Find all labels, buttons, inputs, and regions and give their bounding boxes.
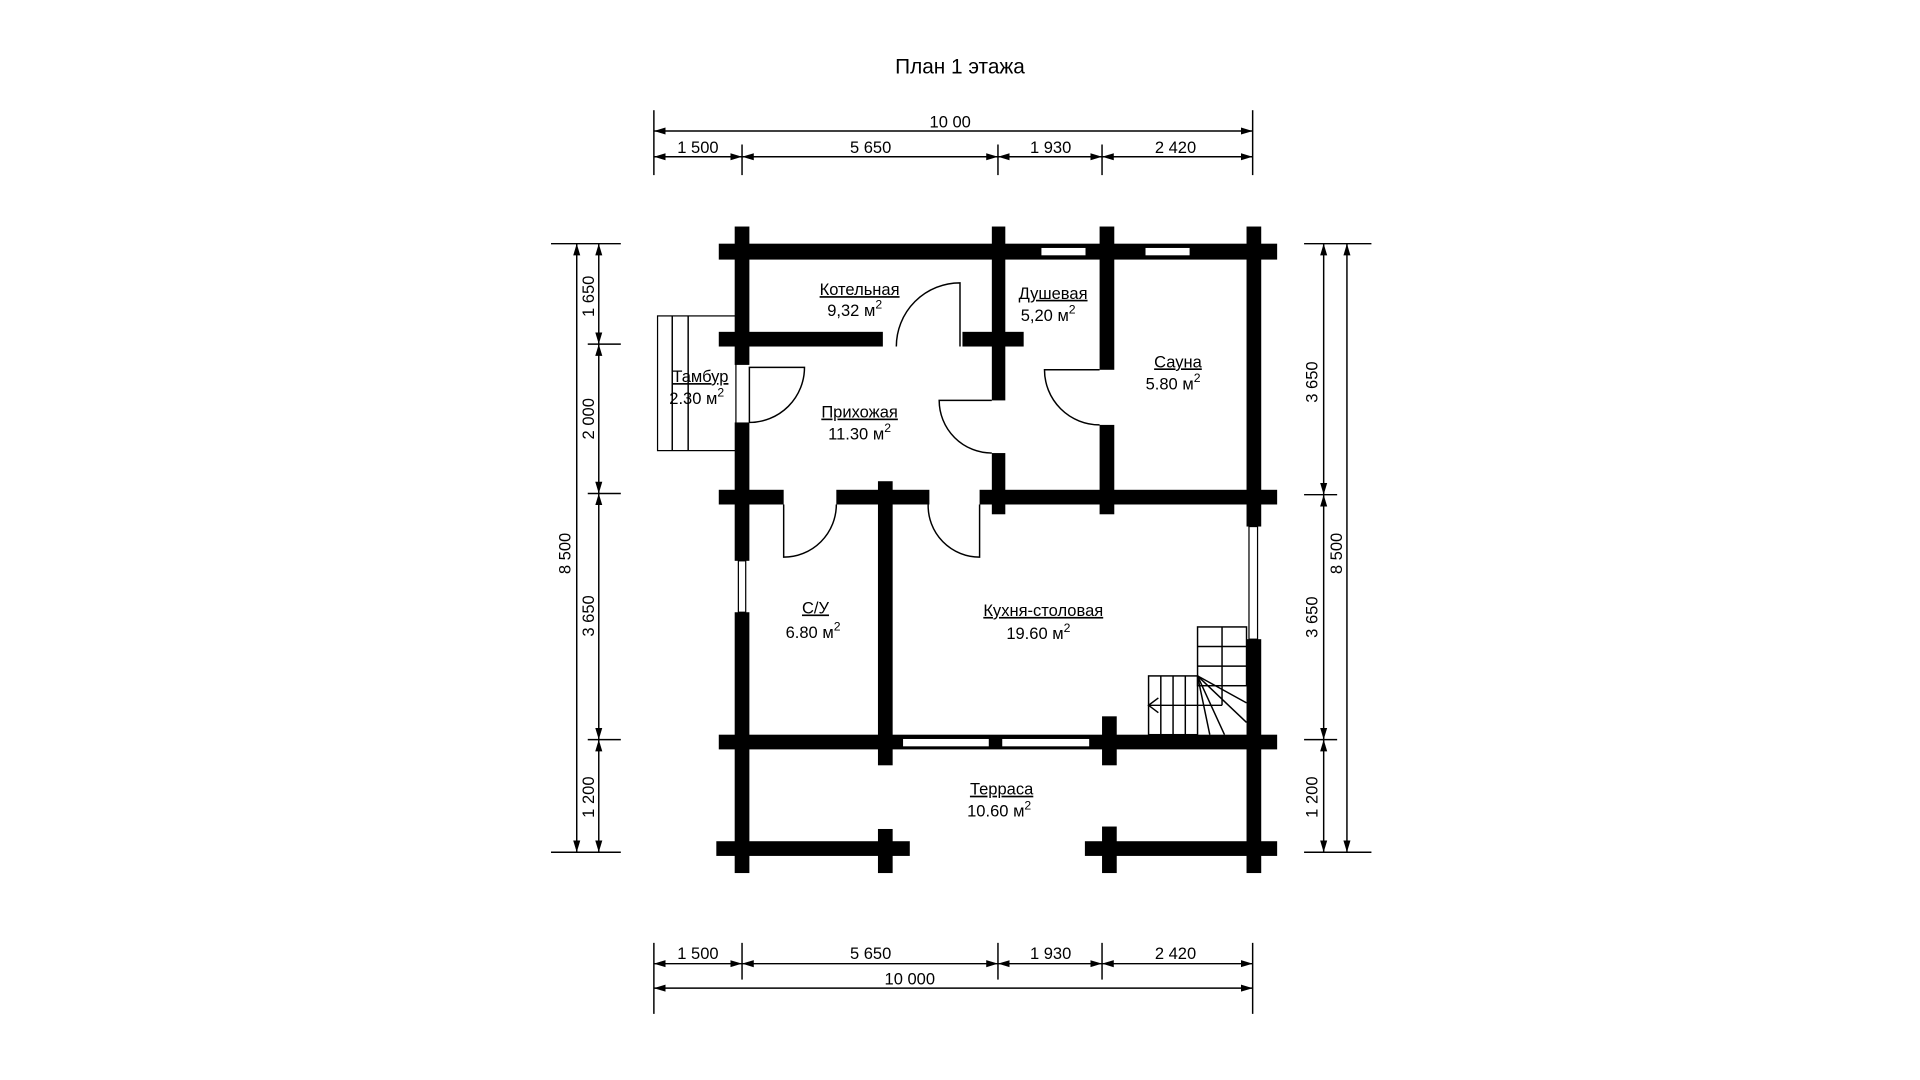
dim-top-1: 1 500 <box>677 138 718 157</box>
dim-bottom-3: 1 930 <box>1030 944 1071 963</box>
svg-text:2.30 м2: 2.30 м2 <box>669 386 724 408</box>
svg-text:19.60 м2: 19.60 м2 <box>1006 621 1070 643</box>
bottom-dimensions: 1 500 5 650 1 930 2 420 10 000 <box>653 942 1254 1014</box>
left-dimensions: 8 500 1 650 2 000 3 650 1 200 <box>551 242 621 853</box>
room-kuhnya-stolovaya: Кухня-столовая 19.60 м2 <box>983 601 1103 643</box>
dim-bottom-2: 5 650 <box>850 944 891 963</box>
room-su: С/У 6.80 м2 <box>786 598 841 641</box>
dim-left-4: 1 200 <box>579 776 598 817</box>
room-labels: Котельная 9,32 м2 Душевая 5,20 м2 Сауна … <box>669 280 1202 821</box>
dim-top-total: 10 00 <box>930 112 971 131</box>
dim-right-3: 1 200 <box>1303 776 1322 817</box>
svg-text:5,20 м2: 5,20 м2 <box>1021 302 1076 324</box>
staircase <box>1147 626 1248 736</box>
room-sauna: Сауна 5.80 м2 <box>1146 352 1203 393</box>
svg-text:10.60 м2: 10.60 м2 <box>967 798 1031 820</box>
room-tambur: Тамбур 2.30 м2 <box>669 367 728 408</box>
dim-bottom-total: 10 000 <box>885 969 936 988</box>
svg-text:6.80 м2: 6.80 м2 <box>786 620 841 642</box>
dim-top-2: 5 650 <box>850 138 891 157</box>
svg-text:9,32 м2: 9,32 м2 <box>827 298 882 320</box>
svg-text:Кухня-столовая: Кухня-столовая <box>983 601 1103 620</box>
svg-text:5.80 м2: 5.80 м2 <box>1146 371 1201 393</box>
room-terrasa: Терраса 10.60 м2 <box>967 780 1034 821</box>
svg-text:Терраса: Терраса <box>970 780 1034 799</box>
svg-text:Котельная: Котельная <box>820 280 900 299</box>
walls <box>716 226 1278 874</box>
svg-text:Душевая: Душевая <box>1019 284 1088 303</box>
svg-text:С/У: С/У <box>802 598 830 617</box>
svg-text:Прихожая: Прихожая <box>821 403 898 422</box>
svg-text:11.30 м2: 11.30 м2 <box>828 421 891 443</box>
dim-top-3: 1 930 <box>1030 138 1071 157</box>
dim-right-1: 3 650 <box>1303 361 1322 402</box>
dim-left-2: 2 000 <box>579 398 598 439</box>
plan-title: План 1 этажа <box>895 55 1025 78</box>
room-dushevaya: Душевая 5,20 м2 <box>1019 284 1088 325</box>
windows <box>737 246 1259 748</box>
doors <box>748 282 1100 558</box>
right-dimensions: 3 650 3 650 1 200 8 500 <box>1303 242 1372 853</box>
dim-left-1: 1 650 <box>579 276 598 317</box>
dim-top-4: 2 420 <box>1155 138 1196 157</box>
dim-left-total: 8 500 <box>556 533 575 574</box>
dim-bottom-1: 1 500 <box>677 944 718 963</box>
dim-right-2: 3 650 <box>1303 596 1322 637</box>
svg-text:Тамбур: Тамбур <box>672 367 728 386</box>
room-prihozhaya: Прихожая 11.30 м2 <box>821 403 898 444</box>
dim-left-3: 3 650 <box>579 595 598 636</box>
dim-right-total: 8 500 <box>1327 533 1346 574</box>
room-kotelnaya: Котельная 9,32 м2 <box>820 280 900 320</box>
top-dimensions: 10 00 1 500 5 650 1 930 2 420 <box>653 110 1254 176</box>
dim-bottom-4: 2 420 <box>1155 944 1196 963</box>
svg-text:Сауна: Сауна <box>1154 352 1202 371</box>
